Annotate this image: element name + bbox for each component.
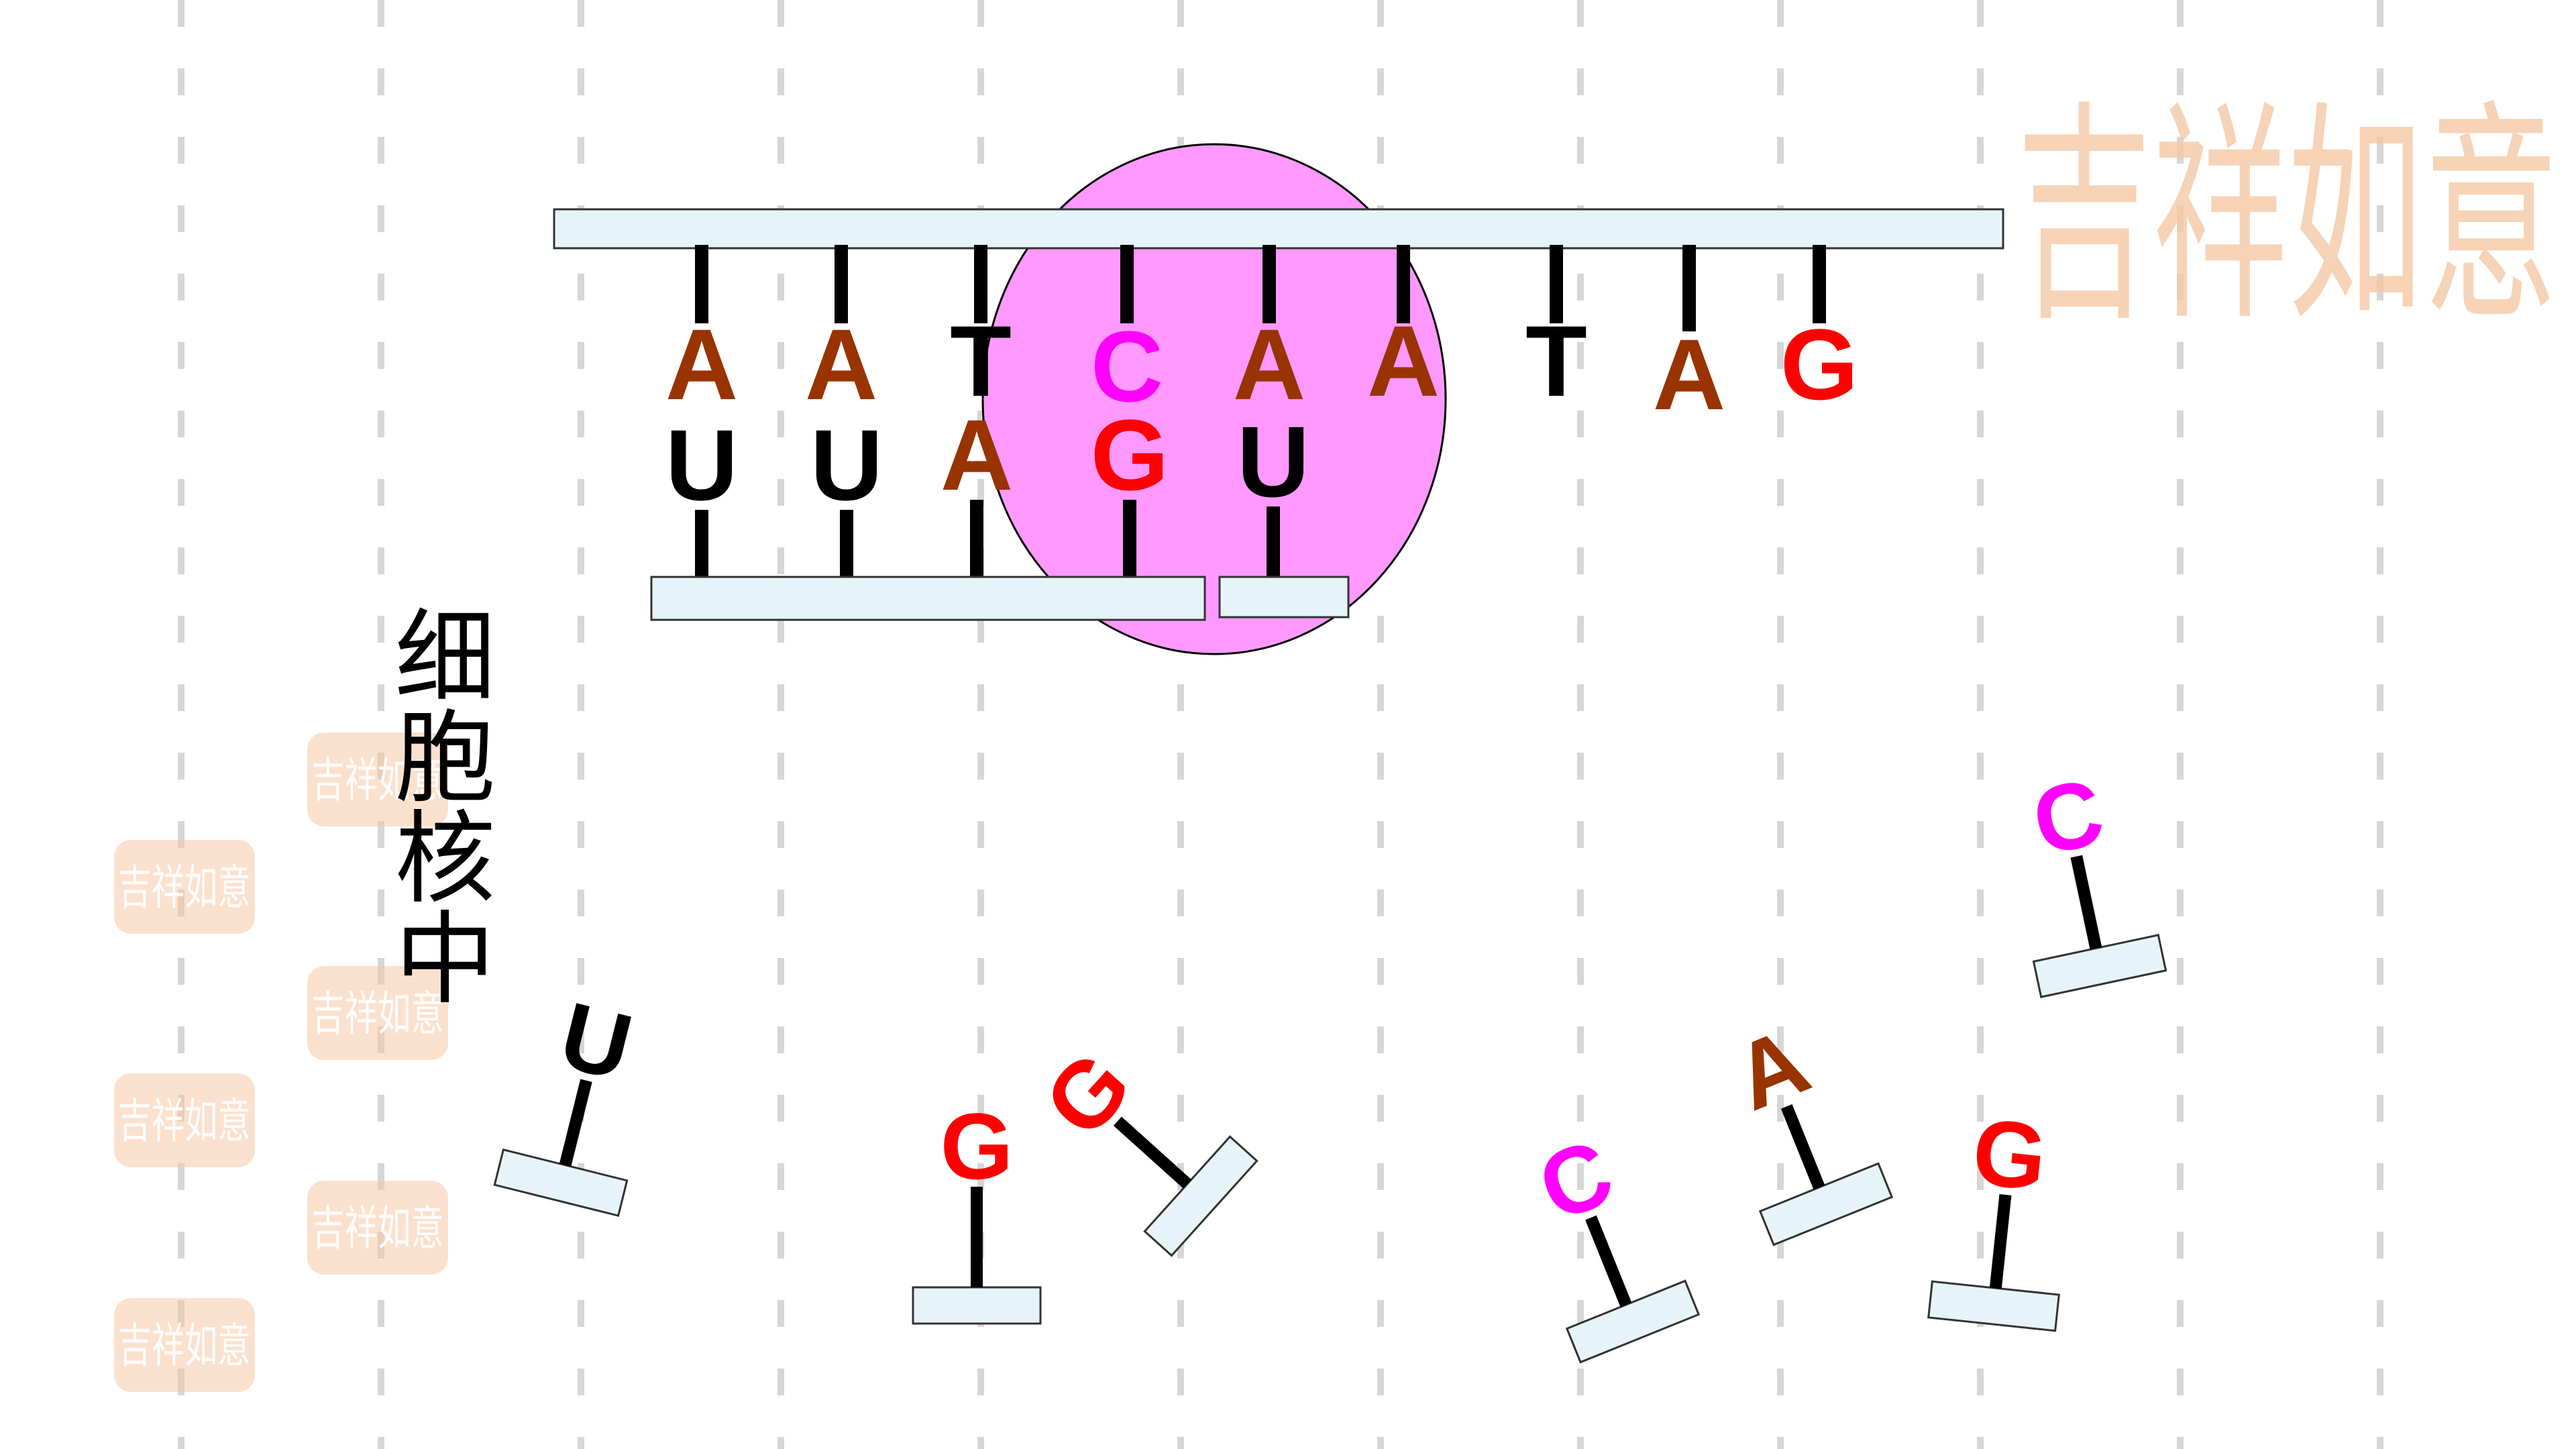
seal-watermark-d: 吉祥如意	[114, 1073, 255, 1167]
dna-base-6: T	[1525, 305, 1587, 417]
rna-transcript-strand	[650, 576, 1206, 621]
svg-text:吉祥如意: 吉祥如意	[118, 860, 250, 915]
free-nucleotide-stick	[559, 1079, 592, 1167]
dna-base-0: A	[665, 308, 738, 421]
seal-watermark-large: 吉祥如意	[2017, 81, 2559, 352]
seal-watermark-e: 吉祥如意	[307, 1181, 448, 1275]
free-nucleotide-2: G	[1024, 1032, 1258, 1257]
seal-watermark-b: 吉祥如意	[114, 840, 255, 934]
rna-base-4: U	[1237, 405, 1309, 518]
free-nucleotide-base: C	[1524, 1118, 1627, 1241]
free-nucleotide-3: C	[1524, 1118, 1701, 1364]
free-nucleotide-1: G	[912, 1093, 1042, 1325]
rna-new-segment	[1218, 576, 1350, 619]
dna-base-3: C	[1091, 310, 1163, 423]
svg-text:吉祥如意: 吉祥如意	[311, 1201, 443, 1256]
svg-text:吉祥如意: 吉祥如意	[118, 1093, 250, 1148]
free-nucleotide-sugar	[1927, 1280, 2060, 1332]
free-nucleotide-base: A	[1720, 1008, 1823, 1130]
free-nucleotide-stick	[2070, 855, 2102, 950]
dna-base-4: A	[1233, 308, 1305, 421]
nucleus-label: 细胞核中	[378, 604, 494, 1006]
svg-text:吉祥如意: 吉祥如意	[118, 1318, 250, 1373]
free-nucleotide-stick	[1780, 1104, 1825, 1190]
free-nucleotide-stick	[1113, 1116, 1191, 1189]
free-nucleotide-5: G	[1927, 1098, 2060, 1332]
free-nucleotide-base: G	[1968, 1098, 2051, 1211]
free-nucleotide-stick	[1585, 1215, 1632, 1307]
free-nucleotide-base: G	[941, 1093, 1014, 1199]
free-nucleotide-6: C	[2024, 758, 2167, 998]
seal-watermark-a: 吉祥如意	[307, 733, 448, 826]
rna-base-3: G	[1091, 398, 1169, 511]
dna-template-strand	[553, 208, 2004, 250]
rna-polymerase-ellipse	[981, 143, 1447, 655]
dna-base-2: T	[950, 305, 1012, 417]
rna-base-2: A	[941, 398, 1013, 511]
free-nucleotide-sugar	[1565, 1279, 1701, 1364]
free-nucleotide-4: A	[1720, 1008, 1894, 1246]
rna-base-1: U	[810, 409, 883, 521]
dna-base-7: A	[1653, 318, 1725, 431]
svg-text:吉祥如意: 吉祥如意	[2017, 81, 2559, 352]
svg-text:吉祥如意: 吉祥如意	[311, 986, 443, 1041]
free-nucleotide-0: U	[493, 982, 642, 1217]
rna-base-0: U	[665, 409, 738, 521]
svg-text:吉祥如意: 吉祥如意	[311, 753, 443, 808]
seal-watermark-c: 吉祥如意	[307, 966, 448, 1060]
seal-watermark-f: 吉祥如意	[114, 1298, 255, 1392]
free-nucleotide-base: U	[551, 982, 642, 1101]
dna-base-1: A	[805, 308, 877, 421]
free-nucleotide-stick	[1989, 1193, 2012, 1289]
free-nucleotide-sugar	[912, 1286, 1042, 1325]
free-nucleotide-sugar	[1758, 1162, 1894, 1246]
free-nucleotide-base: C	[2024, 758, 2112, 875]
dna-base-8: G	[1780, 308, 1859, 421]
dna-base-5: A	[1367, 305, 1440, 417]
